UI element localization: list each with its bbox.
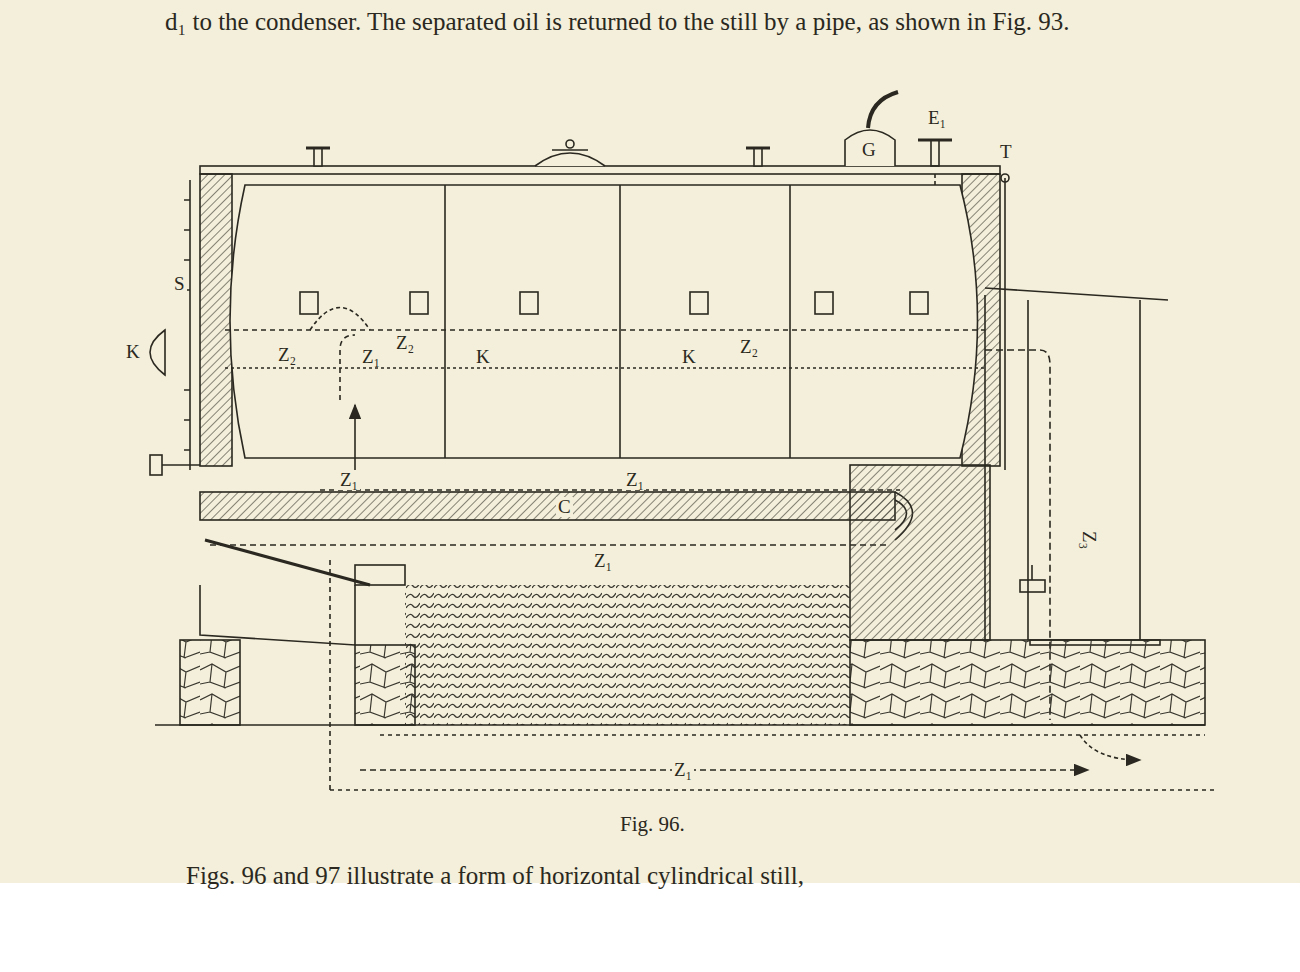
part-label: Z₁ (338, 470, 360, 490)
page-text: d₁ to the condenser. The separated oil i… (165, 6, 1197, 38)
part-label: Z₂ (394, 333, 416, 353)
figure-caption: Fig. 96. (620, 808, 685, 840)
part-label: Z₂ (276, 345, 298, 365)
part-label: Z₁ (592, 551, 614, 571)
part-label: C (556, 497, 573, 517)
part-label: T (998, 142, 1014, 162)
part-label: G (860, 140, 878, 160)
bottom-strip (0, 883, 1300, 972)
part-label: Z₁ (624, 470, 646, 490)
part-label: K (124, 342, 142, 362)
part-label: S (172, 274, 187, 294)
part-label: K (474, 347, 492, 367)
part-label: Z₁ (672, 760, 694, 780)
page-text: Figs. 96 and 97 illustrate a form of hor… (186, 860, 804, 892)
part-label: Z₂ (738, 337, 760, 357)
part-label: Z₃ (1079, 529, 1099, 551)
part-label: K (680, 347, 698, 367)
part-label: E₁ (926, 108, 948, 128)
part-label: Z₁ (360, 347, 382, 367)
